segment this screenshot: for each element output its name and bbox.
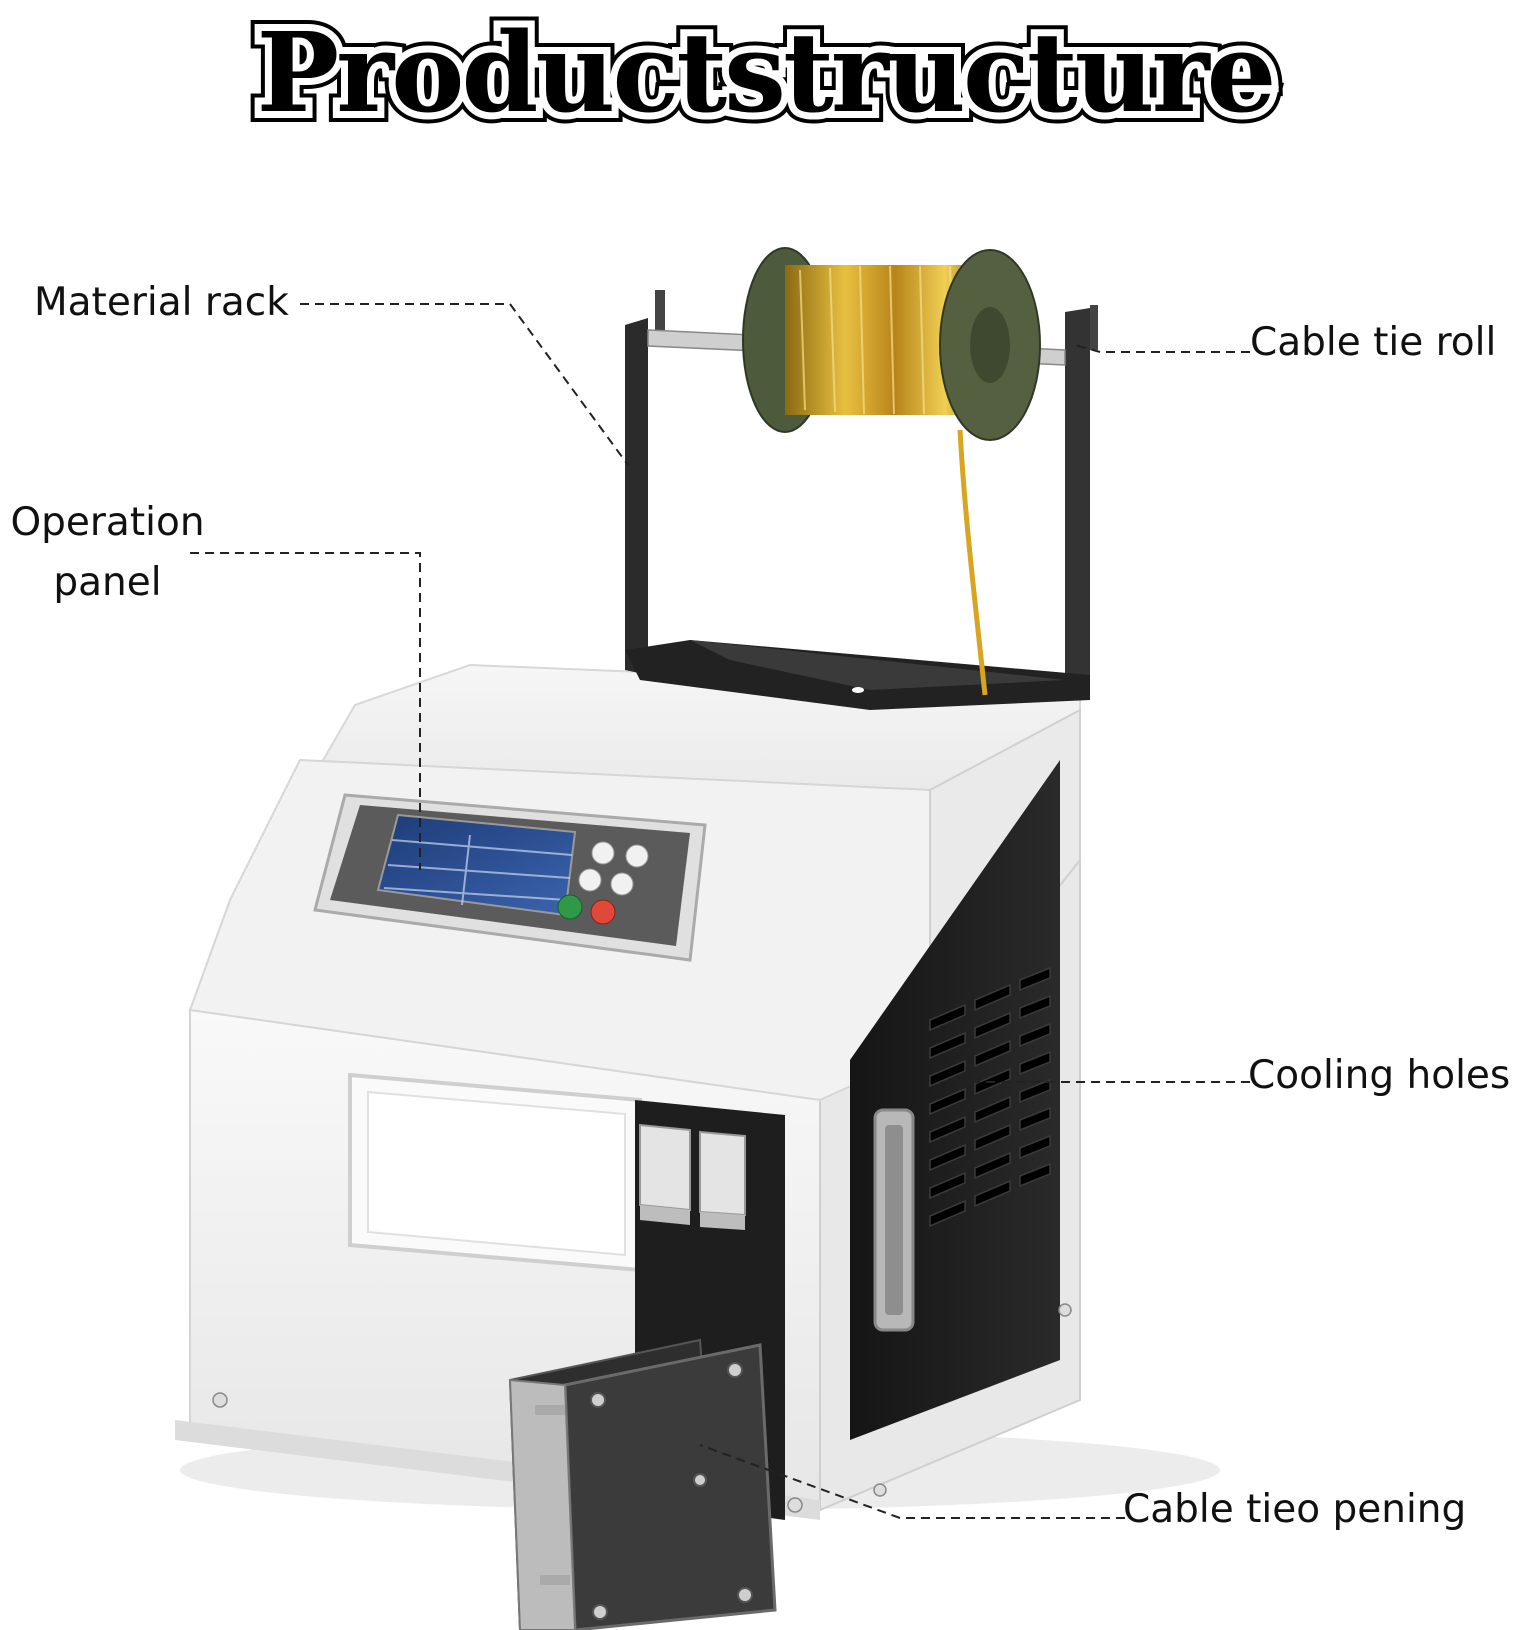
- label-cable-tie-roll: Cable tie roll: [1250, 320, 1497, 365]
- front-window-inner: [367, 1090, 626, 1257]
- button-2: [625, 844, 649, 868]
- jaw-pin-top: [535, 1405, 565, 1415]
- side-handle-inner: [885, 1125, 903, 1315]
- cable-tie-spool: [742, 247, 1041, 696]
- tie-head: [639, 1123, 746, 1230]
- start-button: [557, 894, 583, 920]
- cooling-vents: [929, 966, 1051, 1228]
- stop-button: [590, 899, 616, 925]
- material-rack: [625, 290, 1098, 710]
- label-cooling-holes: Cooling holes: [1248, 1053, 1511, 1098]
- label-material-rack: Material rack: [34, 280, 289, 325]
- body-screws: [212, 1303, 1072, 1513]
- title-inner-outline: Productstructure: [249, 1, 1283, 144]
- leader-material-rack: [300, 303, 629, 466]
- label-cable-tie-opening: Cable tieo pening: [1123, 1487, 1467, 1532]
- lcd-lines: [383, 834, 573, 906]
- title-outline: Productstructure: [245, 0, 1287, 148]
- button-3: [578, 868, 602, 892]
- jaw-pin-bottom: [540, 1575, 570, 1585]
- label-operation-panel-line1: Operation: [10, 500, 205, 545]
- leader-operation-panel: [190, 552, 421, 870]
- button-1: [591, 841, 615, 865]
- leader-cable-tie-opening: [699, 1444, 1125, 1519]
- leader-cable-tie-roll: [1074, 344, 1250, 353]
- jaw-plate-edge: [508, 1378, 577, 1630]
- label-operation-panel-line2: panel: [53, 560, 162, 605]
- jaw-screws: [590, 1362, 753, 1620]
- panel-buttons: [557, 841, 649, 925]
- page-title: Productstructure: [256, 8, 1276, 137]
- leader-lines: [190, 303, 1250, 1519]
- button-4: [610, 872, 634, 896]
